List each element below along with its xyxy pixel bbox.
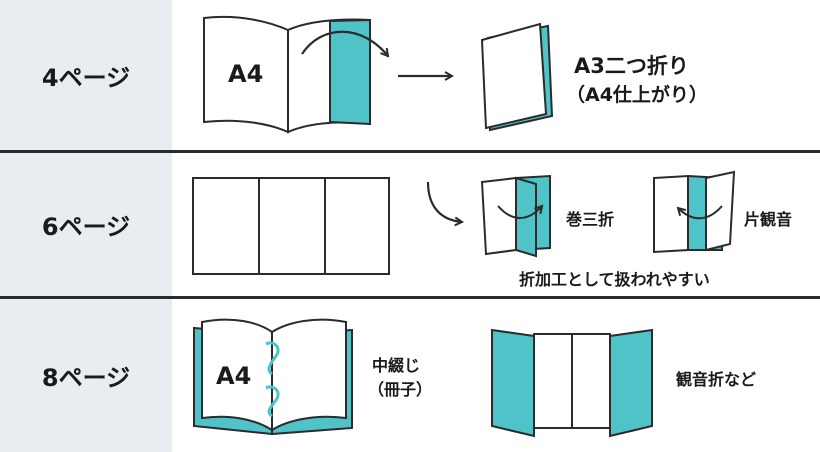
page-size-label: A4 [216, 362, 252, 390]
fold-type-label: 巻三折 [566, 210, 615, 229]
row-divider [0, 150, 820, 153]
row-label: 6ページ [0, 153, 172, 296]
binding-label: 中綴じ [372, 356, 421, 375]
double-gatefold-illustration [491, 328, 653, 438]
result-label: A3二つ折り [574, 54, 689, 78]
three-panel-sheet-illustration [192, 177, 390, 275]
binding-sublabel: （冊子） [368, 380, 433, 399]
row-8-pages: 8ページ [0, 299, 820, 452]
row-4-pages: 4ページ [0, 0, 820, 150]
page-size-label: A4 [228, 60, 264, 88]
roll-fold-illustration [480, 174, 551, 258]
arrow-curve [426, 181, 462, 222]
fold-type-label: 観音折など [676, 370, 757, 389]
fold-type-label: 片観音 [744, 210, 793, 229]
note-text: 折加工として扱われやすい [519, 270, 710, 289]
row-divider [0, 296, 820, 299]
open-a4-spread-illustration [203, 15, 388, 134]
result-sublabel: （A4仕上がり） [566, 84, 708, 106]
row-label: 8ページ [0, 299, 172, 452]
row-label: 4ページ [0, 0, 172, 150]
folded-a3-illustration [480, 22, 554, 132]
row-6-pages: 6ページ [0, 153, 820, 296]
gate-fold-illustration [653, 170, 736, 254]
saddle-stitch-booklet-illustration [193, 318, 353, 436]
